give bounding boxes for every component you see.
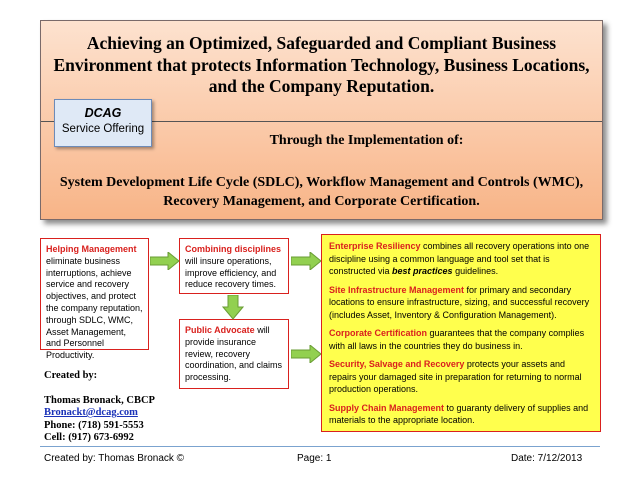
arrow-right-icon xyxy=(291,345,322,363)
service-text: protects your assets and repairs your da… xyxy=(329,359,582,394)
author-phone: Phone: (718) 591-5553 xyxy=(44,419,144,431)
service-emphasis: best practices xyxy=(392,266,453,276)
combining-disciplines-box: Combining disciplines will insure operat… xyxy=(179,238,289,294)
footer-page: Page: 1 xyxy=(297,453,332,464)
page-title: Achieving an Optimized, Safeguarded and … xyxy=(53,33,590,96)
public-text: will provide insurance review, recovery … xyxy=(185,325,283,383)
services-list-box: Enterprise Resiliency combines all recov… xyxy=(321,234,601,432)
combining-heading: Combining disciplines xyxy=(185,244,282,254)
service-item: Supply Chain Management to guaranty deli… xyxy=(329,402,593,427)
author-cell: Cell: (917) 673-6992 xyxy=(44,432,134,443)
service-heading: Corporate Certification xyxy=(329,328,428,338)
combining-text: will insure operations, improve efficien… xyxy=(185,255,277,290)
arrow-right-icon xyxy=(150,252,180,270)
dcag-name: DCAG xyxy=(84,106,122,120)
helping-heading: Helping Management xyxy=(46,244,137,254)
service-heading: Security, Salvage and Recovery xyxy=(329,359,465,369)
service-item: Security, Salvage and Recovery protects … xyxy=(329,358,593,396)
author-name: Thomas Bronack, CBCP xyxy=(44,394,155,406)
service-item: Site Infrastructure Management for prima… xyxy=(329,284,593,322)
dcag-service-badge: DCAG Service Offering xyxy=(54,99,152,147)
service-heading: Supply Chain Management xyxy=(329,402,445,413)
author-email-link[interactable]: Bronackt@dcag.com xyxy=(44,407,138,418)
public-advocate-box: Public Advocate will provide insurance r… xyxy=(179,319,289,389)
footer-created: Created by: Thomas Bronack © xyxy=(44,453,185,464)
arrow-down-icon xyxy=(222,295,244,320)
arrow-right-icon xyxy=(291,252,322,270)
service-text: combines all recovery operations into on… xyxy=(329,241,590,276)
system-description: System Development Life Cycle (SDLC), Wo… xyxy=(59,175,584,209)
footer-date: Date: 7/12/2013 xyxy=(511,453,583,464)
service-text: for primary and secondary locations to e… xyxy=(329,284,590,320)
header-panel: Achieving an Optimized, Safeguarded and … xyxy=(40,20,603,220)
service-text: to guaranty delivery of supplies and mat… xyxy=(329,402,589,426)
created-label: Created by: xyxy=(44,370,98,381)
service-text-tail: guidelines. xyxy=(452,266,499,276)
header-divider xyxy=(41,121,602,122)
service-heading: Site Infrastructure Management xyxy=(329,284,465,295)
service-heading: Enterprise Resiliency xyxy=(329,241,421,251)
public-heading: Public Advocate xyxy=(185,325,255,335)
helping-management-box: Helping Management eliminate business in… xyxy=(40,238,149,360)
helping-text: eliminate business interruptions, achiev… xyxy=(46,255,143,361)
service-item: Corporate Certification guarantees that … xyxy=(329,327,593,352)
service-text: guarantees that the company complies wit… xyxy=(329,328,585,351)
dcag-subtitle: Service Offering xyxy=(61,123,145,135)
service-item: Enterprise Resiliency combines all recov… xyxy=(329,240,593,278)
through-heading: Through the Implementation of: xyxy=(269,133,464,148)
author-block: Created by: Thomas Bronack, CBCP Bronack… xyxy=(44,370,155,445)
footer-divider xyxy=(40,446,600,447)
